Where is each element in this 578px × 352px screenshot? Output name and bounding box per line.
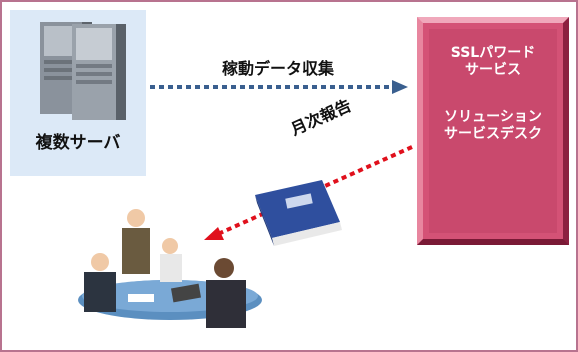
data-collection-arrow — [150, 80, 408, 94]
service-desk-box: SSLパワード サービス ソリューション サービスデスク — [417, 17, 569, 245]
report-binder-icon — [255, 180, 342, 246]
service-line-4: サービスデスク — [444, 126, 542, 142]
meeting-people-icon — [78, 209, 262, 328]
service-desk-inner: SSLパワード サービス ソリューション サービスデスク — [429, 29, 557, 233]
servers-label: 複数サーバ — [35, 133, 121, 153]
monthly-report-arrow — [204, 145, 413, 240]
service-line-3: ソリューション — [444, 109, 542, 125]
server-icon — [40, 22, 126, 120]
data-collection-label: 稼動データ収集 — [222, 59, 335, 78]
service-line-1: SSLパワード — [450, 45, 536, 61]
service-line-2: サービス — [465, 62, 521, 78]
